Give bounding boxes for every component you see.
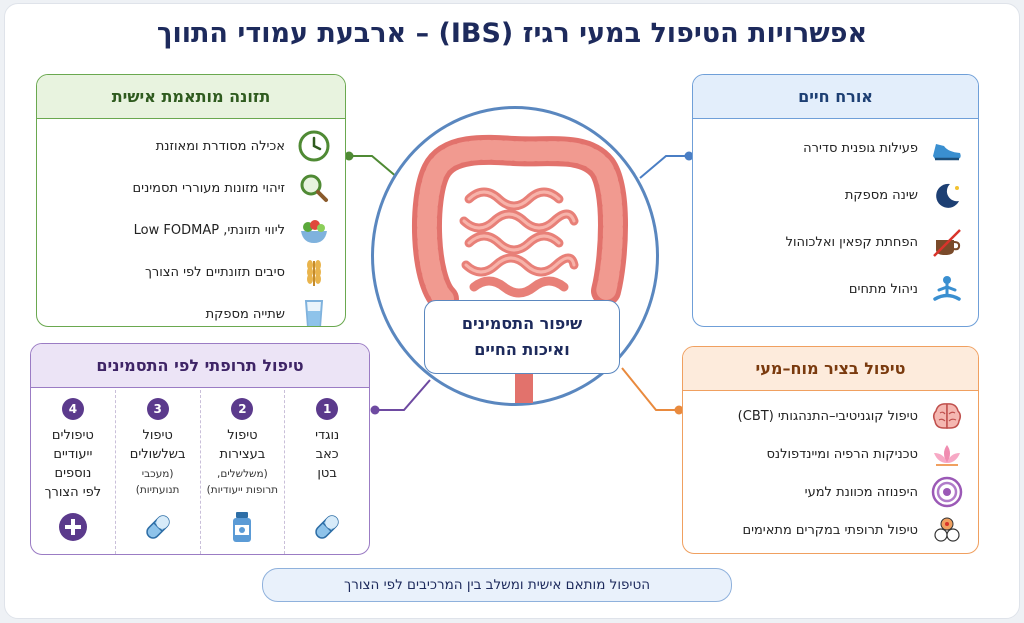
connector-dot-diet [344,151,354,161]
magnifier-icon [297,171,331,205]
step-number: 2 [231,398,254,420]
spiral-icon [930,475,964,509]
brain-gut-item: היפנוזה מכוונת למעי [697,473,964,511]
connector-brain-gut [621,367,682,411]
lotus-icon [930,437,964,471]
column-subtitle-line: תנועתיות) [135,484,180,496]
lifestyle-item: שינה מספקת [707,172,964,219]
brain-gut-panel: טיפול בציר מוח–מעי טיפול קוגניטיבי–התנהג… [682,346,979,554]
page-title: אפשרויות הטיפול במעי רגיז (IBS) – ארבעת … [156,18,868,49]
diet-item-label: זיהוי מזונות מעוררי תסמינים [132,180,285,196]
connector-dot-brain-gut [674,405,684,415]
column-title-line: טיפול [227,428,258,443]
brain-gut-item-label: טיפול תרופתי במקרים מתאימים [742,522,918,538]
diet-item-label: שתייה מספקת [205,306,285,322]
diet-item: אכילה מסודרת ומאוזנת [51,125,331,167]
step-number: 3 [146,398,169,420]
wheat-icon [297,255,331,289]
connector-medication [372,379,431,411]
medicine-bottle-icon [225,510,259,544]
lifestyle-item-label: שינה מספקת [844,188,918,203]
diet-heading: תזונה מותאמת אישית [37,75,345,119]
center-label: שיפור התסמינים ואיכות החיים [424,300,620,374]
connector-dot-medication [370,405,380,415]
diet-item-label: סיבים תזונתיים לפי הצורך [144,264,285,280]
center-label-line1: שיפור התסמינים [461,314,583,333]
column-title-line: בעצירות [219,447,266,462]
moon-icon [930,179,964,213]
step-number: 1 [316,398,339,420]
lifestyle-item-label: פעילות גופנית סדירה [803,141,918,156]
brain-gut-item: טכניקות הרפיה ומיינדפולנס [697,435,964,473]
intestine-illustration [411,134,628,418]
meditation-icon [930,273,964,307]
lifestyle-item: פעילות גופנית סדירה [707,125,964,172]
column-title-line: כאב [315,447,339,462]
medication-column: 4 טיפולים ייעודיים נוספים לפי הצורך [31,390,115,554]
medication-column: 2 טיפול בעצירות (משלשלים, תרופות ייעודיו… [199,390,285,554]
column-subtitle-line: תרופות ייעודיות) [206,484,279,496]
medication-heading: טיפול תרופתי לפי התסמינים [31,344,369,388]
connector-dot-lifestyle [684,151,694,161]
diet-item: ליווי תזונתי, Low FODMAP [51,209,331,251]
brain-icon [930,399,964,433]
column-title-line: טיפול [142,428,173,443]
diet-item-label: ליווי תזונתי, Low FODMAP [133,222,285,238]
brain-gut-item: טיפול תרופתי במקרים מתאימים [697,511,964,549]
footer-note: הטיפול מותאם אישית ומשלב בין המרכיבים לפ… [262,568,732,602]
no-coffee-icon [930,226,964,260]
connector-lifestyle [639,155,692,179]
brain-gut-item-label: טכניקות הרפיה ומיינדפולנס [766,446,918,462]
plus-circle-icon [56,510,90,544]
brain-gut-item-label: טיפול קוגניטיבי–התנהגותי (CBT) [737,408,918,424]
lifestyle-item: ניהול מתחים [707,266,964,313]
medication-panel: טיפול תרופתי לפי התסמינים 1 נוגדי כאב בט… [30,343,370,555]
step-number: 4 [61,398,84,420]
salad-icon [297,213,331,247]
medication-column: 3 טיפול בשלשולים (מעכבי תנועתיות) [114,390,200,554]
diet-item: סיבים תזונתיים לפי הצורך [51,251,331,293]
lifestyle-item: הפחתת קפאין ואלכוהול [707,219,964,266]
diet-panel: תזונה מותאמת אישית אכילה מסודרת ומאוזנת … [36,74,346,327]
column-title-line: בטן [317,466,337,481]
column-title-line: טיפולים [51,428,94,443]
sneaker-icon [930,132,964,166]
clock-icon [297,129,331,163]
brain-gut-item-label: היפנוזה מכוונת למעי [804,484,918,500]
capsule-icon [310,510,344,544]
column-title-line: נוגדי [315,428,340,443]
column-title-line: נוספים [54,466,92,481]
lifestyle-heading: אורח חיים [693,75,978,119]
lifestyle-item-label: הפחתת קפאין ואלכוהול [785,235,918,250]
brain-gut-item: טיפול קוגניטיבי–התנהגותי (CBT) [697,397,964,435]
circles-icon [930,513,964,547]
capsule-icon [141,510,175,544]
diet-item: זיהוי מזונות מעוררי תסמינים [51,167,331,209]
water-glass-icon [297,297,331,326]
column-title-line: לפי הצורך [44,485,102,500]
lifestyle-panel: אורח חיים פעילות גופנית סדירה שינה מספקת… [692,74,979,327]
brain-gut-heading: טיפול בציר מוח–מעי [683,347,978,391]
medication-column: 1 נוגדי כאב בטן [284,390,369,554]
lifestyle-item-label: ניהול מתחים [848,282,918,297]
column-subtitle-line: (מעכבי [141,468,174,480]
connector-diet [346,155,399,179]
column-subtitle-line: (משלשלים, [217,468,268,480]
column-title-line: בשלשולים [129,447,186,462]
center-label-line2: ואיכות החיים [474,340,570,359]
column-title-line: ייעודיים [53,447,93,462]
diet-item-label: אכילה מסודרת ומאוזנת [155,138,285,154]
diet-item: שתייה מספקת [51,293,331,326]
